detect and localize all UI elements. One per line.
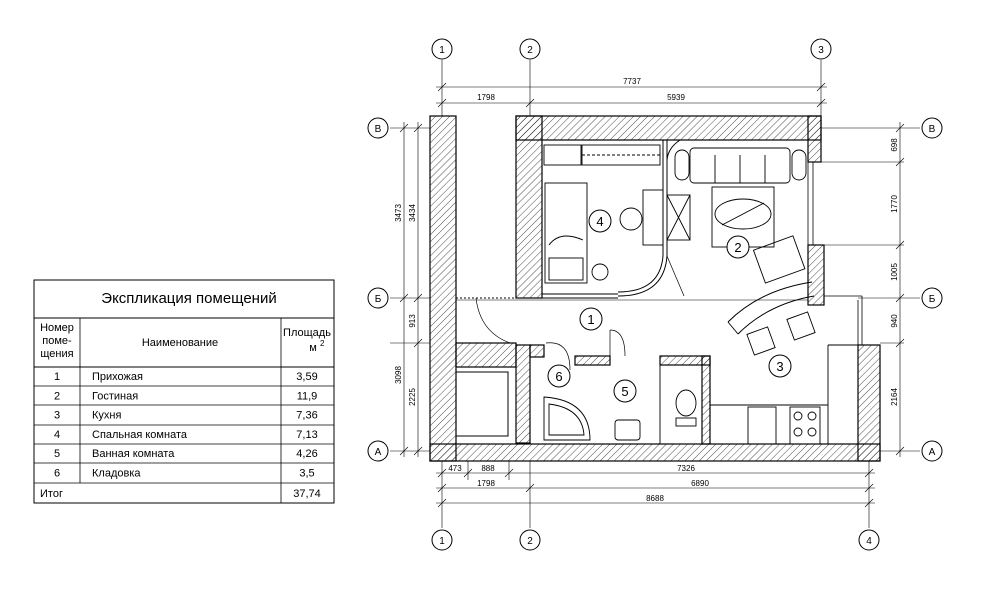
bedroom-furniture [543, 144, 691, 284]
row-area: 11,9 [297, 390, 318, 402]
explication-title: Экспликация помещений [101, 290, 276, 307]
dim-bottom-b: 888 [481, 464, 495, 473]
header-number-line1: Номер [40, 322, 74, 334]
dim-left-lower-outer: 3098 [394, 366, 403, 384]
header-number-line2: поме- [42, 335, 72, 347]
dim-right-1: 698 [890, 138, 899, 152]
partitions [455, 139, 863, 371]
dim-right-5: 2164 [890, 388, 899, 406]
room-number-6: 6 [555, 369, 562, 384]
room-markers: 1 2 3 4 5 6 [547, 209, 792, 403]
walls [429, 115, 881, 462]
row-number: 6 [54, 468, 60, 480]
header-area: Площадь [283, 327, 331, 339]
axis-left-b: Б [375, 294, 382, 305]
axis-bottom-4: 4 [866, 536, 872, 547]
dim-right-4: 940 [890, 314, 899, 328]
dim-left-mid: 913 [408, 314, 417, 328]
row-name: Гостиная [92, 390, 138, 402]
row-name: Ванная комната [92, 448, 175, 460]
axis-top-1: 1 [439, 45, 445, 56]
dimension-labels: 7737 1798 5939 3473 3434 913 3098 2225 6… [394, 77, 899, 503]
row-number: 4 [54, 429, 60, 441]
room-number-5: 5 [621, 384, 628, 399]
row-number: 1 [54, 371, 60, 383]
row-area: 7,13 [296, 429, 317, 441]
plan: 1 2 3 4 5 6 [367, 38, 943, 551]
dimension-lines [390, 82, 905, 508]
dim-top-total: 7737 [623, 77, 641, 86]
dim-right-3: 1005 [890, 263, 899, 281]
axis-top-3: 3 [818, 45, 824, 56]
dim-bottom-e: 6890 [691, 479, 709, 488]
total-area: 37,74 [293, 488, 321, 500]
dim-left-lower-inner: 2225 [408, 388, 417, 406]
axis-top-2: 2 [527, 45, 533, 56]
row-number: 2 [54, 390, 60, 402]
dim-left-inner: 3434 [408, 204, 417, 222]
dim-bottom-c: 7326 [677, 464, 695, 473]
dim-top-2: 5939 [667, 93, 685, 102]
kitchen-furniture [710, 344, 858, 445]
axis-right-b: Б [929, 294, 936, 305]
axis-bottom-2: 2 [527, 536, 533, 547]
header-area-unit-sup: 2 [320, 339, 325, 348]
row-area: 3,59 [296, 371, 317, 383]
bathroom-fixtures [543, 365, 697, 444]
dim-bottom-total: 8688 [646, 494, 664, 503]
room-number-3: 3 [776, 359, 783, 374]
dim-left-outer: 3473 [394, 204, 403, 222]
row-number: 5 [54, 448, 60, 460]
row-name: Спальная комната [92, 429, 188, 441]
explication-table: Экспликация помещений Номер поме- щения … [33, 279, 335, 504]
row-number: 3 [54, 410, 60, 422]
dim-bottom-d: 1798 [477, 479, 495, 488]
row-name: Кладовка [92, 468, 141, 480]
header-name: Наименование [142, 337, 218, 349]
room-number-1: 1 [587, 312, 594, 327]
row-name: Прихожая [92, 371, 143, 383]
header-area-unit: м [309, 342, 317, 354]
row-name: Кухня [92, 410, 121, 422]
dim-top-1: 1798 [477, 93, 495, 102]
axis-right-v: В [929, 124, 936, 135]
row-area: 4,26 [296, 448, 317, 460]
living-furniture [674, 147, 816, 356]
axis-left-v: В [375, 124, 382, 135]
row-area: 3,5 [299, 468, 314, 480]
total-label: Итог [40, 488, 63, 500]
axis-left-a: А [375, 447, 382, 458]
axis-lines [390, 60, 920, 528]
axis-markers: 1 2 3 1 2 4 В Б А В Б А [367, 38, 943, 551]
header-number-line3: щения [40, 348, 73, 360]
room-number-4: 4 [596, 214, 603, 229]
dim-right-2: 1770 [890, 195, 899, 213]
row-area: 7,36 [296, 410, 317, 422]
axis-right-a: А [929, 447, 936, 458]
axis-bottom-1: 1 [439, 536, 445, 547]
dim-bottom-a: 473 [448, 464, 462, 473]
room-number-2: 2 [734, 240, 741, 255]
